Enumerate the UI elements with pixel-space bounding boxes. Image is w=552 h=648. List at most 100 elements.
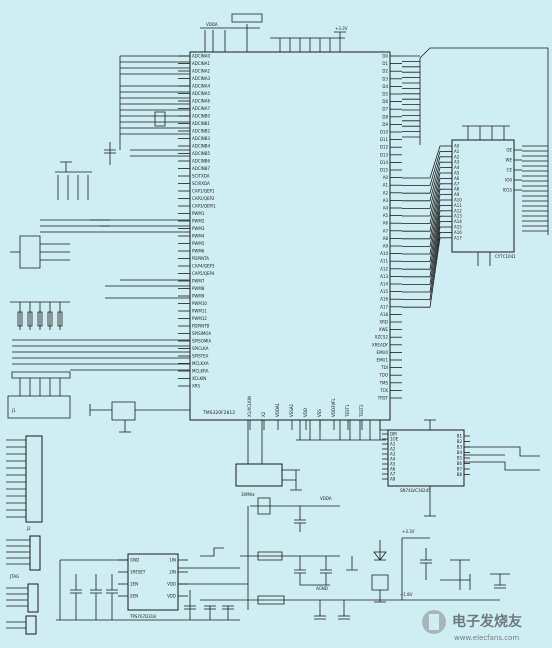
ls-right-pin-label: B4 — [457, 450, 463, 455]
sram-left-pin-label: A13 — [454, 214, 462, 219]
sram-left-pin-label: A0 — [454, 144, 460, 149]
address-link — [402, 177, 444, 225]
mcu-chip: TMS320F2812 ADCINA0ADCINA1ADCINA2ADCINA3… — [178, 51, 402, 430]
data-bus — [402, 47, 549, 235]
address-link — [402, 161, 444, 202]
ls-left-pin-label: A6 — [390, 467, 396, 472]
top-power-rail: VDDA +3.3V — [200, 13, 348, 52]
address-link — [402, 194, 444, 247]
crystal-label: 30MHz — [241, 492, 255, 497]
ls-left-pin-label: DIR — [390, 432, 397, 437]
mcu-bottom-pin-label: VDDA1 — [275, 402, 280, 417]
mcu-left-pin-label: ADCINB7 — [192, 166, 211, 171]
mcu-right-pin-label: D0 — [382, 54, 388, 59]
mcu-right-pin-label: TMS — [379, 380, 389, 385]
ls-right-pin-label: B8 — [457, 472, 463, 477]
reg-left-pin-label: 2EN — [130, 594, 138, 599]
mcu-right-pin-label: A2 — [383, 190, 389, 195]
mcu-right-pin-label: A18 — [380, 312, 388, 317]
bottom-ground-links — [296, 420, 392, 441]
sram-left-pin-label: A9 — [454, 192, 460, 197]
mcu-left-pin-label: ADCINB5 — [192, 151, 211, 156]
reg-left-pin-label: 1EN — [130, 582, 138, 587]
mcu-left-pin-label: MCLKRA — [192, 369, 209, 374]
address-bus — [402, 145, 444, 308]
mcu-left-pin-label: PWM9 — [192, 294, 205, 299]
mcu-right-pin-label: A0 — [383, 175, 389, 180]
mcu-left-pin-label: ADCINA6 — [192, 99, 211, 104]
mcu-right-pin-label: D2 — [382, 69, 388, 74]
mcu-bottom-pin-label: VDD3VFL — [331, 398, 336, 417]
mcu-left-pin-label: SPISTEA — [192, 354, 209, 359]
address-link — [402, 231, 444, 301]
sram-left-pin-label: A6 — [454, 176, 460, 181]
sram-left-pin-label: A17 — [454, 235, 462, 240]
mcu-part-label: TMS320F2812 — [202, 410, 235, 416]
mcu-left-pin-label: CAP5/QEP4 — [192, 271, 215, 276]
mcu-left-pin-label: PWM11 — [192, 309, 207, 314]
sram-chip: CY7C1041 A0A1A2A3A4A5A6A7A8A9A10A11A12A1… — [444, 125, 522, 266]
reg-left-pin-label: 1RESET — [130, 570, 146, 575]
sram-right-pin-label: CE — [507, 168, 513, 173]
mcu-bottom-pin-label: X1/XCLKIN — [247, 396, 252, 417]
mcu-left-pin-label: PWM5 — [192, 241, 205, 246]
address-link — [402, 204, 444, 263]
mcu-right-pin-label: D5 — [382, 92, 388, 97]
address-link — [402, 183, 444, 232]
mcu-bottom-pin-label: X2 — [261, 411, 266, 417]
mcu-right-pin-label: TCK — [379, 388, 388, 393]
ls-left-pin-label: 1OE — [390, 437, 399, 442]
connector-p2-label: J2 — [26, 526, 31, 531]
sram-part-label: CY7C1041 — [495, 254, 516, 259]
address-link — [402, 199, 444, 255]
mcu-right-pin-label: D6 — [382, 99, 388, 104]
mcu-left-pin-label: PWM4 — [192, 234, 205, 239]
mcu-right-pin-label: EMU1 — [377, 358, 389, 363]
mcu-left-pin-label: SPICLKA — [192, 346, 209, 351]
mcu-left-pin-label: CAP4/QEP3 — [192, 264, 215, 269]
mcu-left-pin-label: PWM10 — [192, 301, 207, 306]
mcu-left-pin-label: PWM3 — [192, 226, 205, 231]
level-shifter-label: SN74LVC16245 — [400, 488, 431, 493]
control-pin-links — [89, 149, 190, 433]
mcu-left-pin-label: PWM7 — [192, 279, 205, 284]
reg-right-pin-label: VDD — [167, 594, 176, 599]
reg-right-pin-label: VDD — [167, 582, 176, 587]
mcu-left-pin-label: ADCINA1 — [192, 61, 211, 66]
sram-left-pin-label: A4 — [454, 165, 460, 170]
mcu-right-pin-label: A10 — [380, 251, 388, 256]
mcu-left-pin-label: ADCINB0 — [192, 114, 211, 119]
ls-right-pin-label: B6 — [457, 461, 463, 466]
sram-left-pin-label: A8 — [454, 187, 460, 192]
mcu-right-pin-label: A1 — [383, 183, 389, 188]
mcu-right-pin-label: A12 — [380, 266, 388, 271]
address-link — [402, 226, 444, 293]
mcu-left-pin-label: PWM1 — [192, 211, 205, 216]
mcu-right-pin-label: D10 — [380, 130, 389, 135]
mcu-right-pin-label: A4 — [383, 206, 389, 211]
resistor-array: J1 — [7, 301, 190, 419]
ls-left-pin-label: A8 — [390, 477, 396, 482]
mcu-left-pin-label: SCITXDA — [192, 174, 210, 179]
mcu-right-pin-label: D8 — [382, 114, 388, 119]
header-connector: J2 — [6, 435, 43, 531]
mcu-right-pin-label: XWE — [379, 327, 389, 332]
ls-right-pin-label: B7 — [457, 467, 463, 472]
reg-right-pin-label: 1IN — [169, 558, 176, 563]
ls-right-pin-label: B1 — [457, 434, 463, 439]
sram-left-pin-label: A2 — [454, 154, 460, 159]
mcu-right-pin-label: A3 — [383, 198, 389, 203]
sram-left-pin-label: A5 — [454, 171, 460, 176]
mcu-right-pin-label: A5 — [383, 213, 389, 218]
mcu-left-pin-label: SPISIMOA — [192, 331, 211, 336]
ls-left-pin-label: A1 — [390, 442, 396, 447]
mcu-left-pin-label: ADCINB2 — [192, 129, 211, 134]
mcu-left-pin-label: CAP2/QEP2 — [192, 196, 215, 201]
sram-left-pin-label: A16 — [454, 230, 462, 235]
sram-right-pin-label: IO15 — [503, 188, 513, 193]
regulator-label: TPS767D318 — [129, 614, 156, 619]
adc-input-network — [104, 55, 190, 165]
mcu-right-pin-label: D9 — [382, 122, 388, 127]
address-link — [402, 156, 444, 194]
